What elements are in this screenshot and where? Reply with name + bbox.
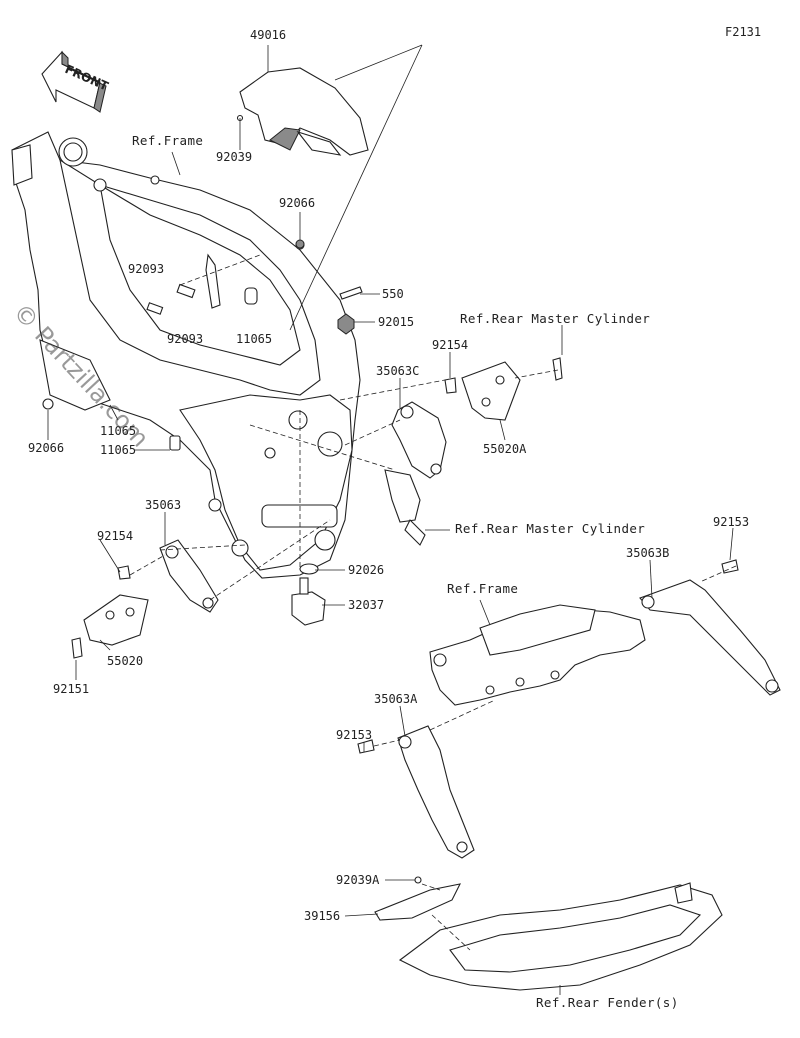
label-ref-rear-fenders: Ref.Rear Fender(s) bbox=[536, 995, 679, 1010]
bracket-35063b-drawing bbox=[639, 559, 781, 696]
alignment-lines bbox=[129, 254, 737, 951]
label-550: 550 bbox=[382, 287, 404, 301]
bracket-35063a-drawing bbox=[357, 725, 475, 859]
rear-subframe-drawing bbox=[429, 604, 646, 706]
label-35063b: 35063B bbox=[626, 546, 670, 560]
bracket-35063c-drawing bbox=[384, 361, 521, 546]
label-35063a: 35063A bbox=[374, 692, 418, 706]
label-92151: 92151 bbox=[53, 682, 90, 696]
label-92066-left: 92066 bbox=[28, 441, 65, 455]
cover-49016-drawing bbox=[236, 67, 369, 156]
label-32037: 32037 bbox=[348, 598, 385, 612]
label-11065-a: 11065 bbox=[236, 332, 273, 346]
label-35063c: 35063C bbox=[376, 364, 420, 378]
leader-lines bbox=[47, 44, 734, 995]
main-frame-drawing bbox=[11, 131, 361, 579]
label-ref-frame-1: Ref.Frame bbox=[132, 133, 204, 148]
label-ref-frame-2: Ref.Frame bbox=[447, 581, 519, 596]
label-11065-b: 11065 bbox=[100, 424, 137, 438]
stud-32037-drawing bbox=[291, 563, 326, 626]
label-92026: 92026 bbox=[348, 563, 385, 577]
label-55020a: 55020A bbox=[483, 442, 527, 456]
label-92015: 92015 bbox=[378, 315, 415, 329]
label-92153-left: 92153 bbox=[336, 728, 373, 742]
label-ref-rear-master-cylinder-2: Ref.Rear Master Cylinder bbox=[455, 521, 646, 536]
label-39156: 39156 bbox=[304, 909, 341, 923]
label-92093-b: 92093 bbox=[167, 332, 204, 346]
figure-code: F2131 bbox=[725, 25, 762, 39]
label-11065-c: 11065 bbox=[100, 443, 137, 457]
label-49016: 49016 bbox=[250, 28, 287, 42]
label-35063: 35063 bbox=[145, 498, 182, 512]
label-92154-left: 92154 bbox=[97, 529, 134, 543]
bracket-35063-drawing bbox=[71, 539, 219, 659]
label-ref-rear-master-cylinder-1: Ref.Rear Master Cylinder bbox=[460, 311, 651, 326]
label-92153-right: 92153 bbox=[713, 515, 750, 529]
label-55020: 55020 bbox=[107, 654, 144, 668]
label-92154-right: 92154 bbox=[432, 338, 469, 352]
rear-fender-drawing bbox=[374, 876, 723, 991]
front-arrow: FRONT bbox=[41, 50, 111, 113]
label-92066-top: 92066 bbox=[279, 196, 316, 210]
label-92093-a: 92093 bbox=[128, 262, 165, 276]
label-92039: 92039 bbox=[216, 150, 253, 164]
label-92039a: 92039A bbox=[336, 873, 380, 887]
